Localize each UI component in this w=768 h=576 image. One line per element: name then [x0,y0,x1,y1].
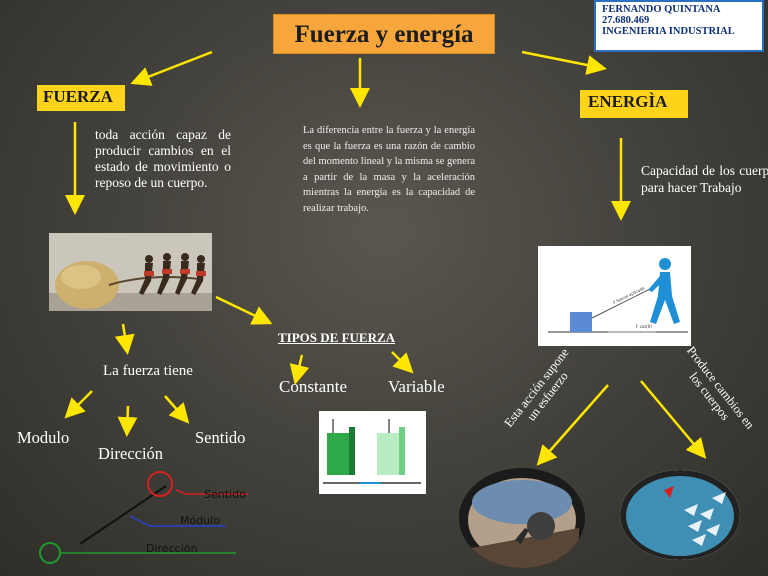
tipo-variable: Variable [388,377,445,396]
svg-text:F cos(θ): F cos(θ) [636,324,652,329]
sentido-label: Sentido [195,428,246,447]
force-types-image [319,411,426,494]
author-career: INGENIERIA INDUSTRIAL [602,26,735,37]
rock-pulling-image [49,233,212,311]
arrow-title-to-fuerza [130,50,213,86]
arrow-tiene-sentido [164,395,190,424]
vector-direccion-text: Dirección [146,542,197,555]
arrow-rock-to-tipos [215,295,273,325]
arrow-walk-to-effort [536,384,609,466]
author-info: FERNANDO QUINTANA 27.680.469 INGENIERIA … [594,0,764,52]
tipos-header: TIPOS DE FUERZA [278,330,396,345]
paper-planes-image [620,470,740,560]
vector-sentido-text: Sentido [204,488,246,501]
arrow-tipos-variable [391,351,414,374]
modulo-label: Modulo [17,428,70,447]
direccion-label: Dirección [98,444,164,463]
author-name: FERNANDO QUINTANA [602,4,721,15]
fuerza-definition: toda acción capaz de producir cambios en… [95,127,231,190]
sisyphus-image [459,468,585,568]
work-diagram-image: F fuerza aplicada F cos(θ) [538,246,691,346]
author-id: 27.680.469 [602,15,650,26]
difference-text: La diferencia entre la fuerza y la energ… [303,125,475,214]
arrow-walk-to-change [640,380,707,459]
vector-diagram: Sentido Módulo Dirección [38,464,260,572]
arrow-tiene-modulo [64,390,93,419]
tipo-constante: Constante [279,377,347,396]
arrow-rock-to-tiene [114,323,135,355]
vector-modulo-text: Módulo [180,514,220,527]
arrow-title-to-energia [521,50,607,75]
fuerza-tiene-label: La fuerza tiene [103,363,193,379]
energia-header: ENERGÌA [580,90,688,118]
arrow-tiene-direccion [117,405,138,437]
arrow-tipos-constante [289,354,310,385]
energia-definition: Capacidad de los cuerpo para hacer Traba… [641,163,768,195]
fuerza-header: FUERZA [37,85,125,111]
page-title: Fuerza y energía [273,14,495,54]
